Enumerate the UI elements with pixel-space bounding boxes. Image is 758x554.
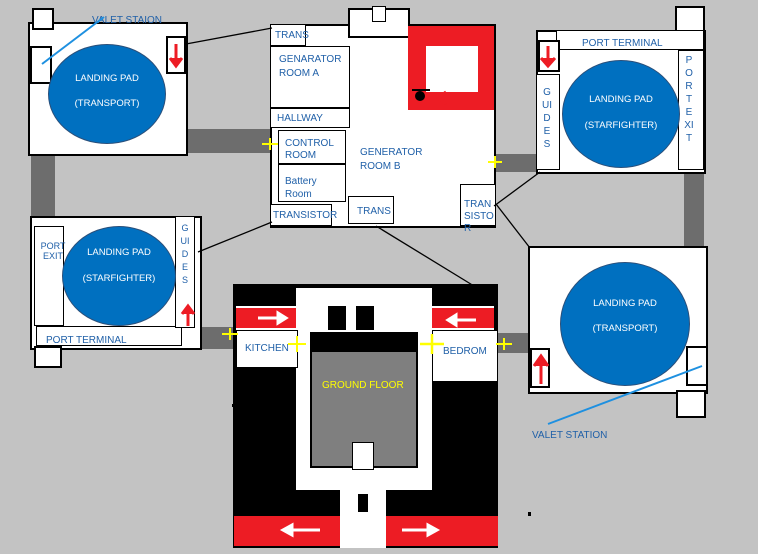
corridor-house-br bbox=[498, 333, 532, 353]
red-arrow-down-tl bbox=[168, 44, 184, 69]
stray-mark-2 bbox=[528, 512, 531, 516]
link-center-residence bbox=[375, 225, 475, 287]
generator-symbol bbox=[412, 89, 430, 101]
valet-station-label-bottom: VALET STATION bbox=[532, 430, 608, 441]
red-arrow-up-br bbox=[532, 353, 550, 384]
pad-bl-title: LANDING PAD bbox=[87, 247, 151, 258]
tl-valet-booth bbox=[30, 46, 52, 84]
residence-hall-right bbox=[418, 332, 432, 480]
tl-corner-top bbox=[32, 8, 54, 30]
generator-core-inner bbox=[426, 46, 478, 92]
residence-hall-left bbox=[296, 332, 310, 480]
landing-pad-tr[interactable]: LANDING PAD (STARFIGHTER) bbox=[562, 60, 680, 168]
central-top-notch bbox=[372, 6, 386, 22]
residence-upper-notch-2 bbox=[384, 310, 406, 326]
ground-floor-entry bbox=[352, 442, 374, 470]
br-corner-bottom bbox=[676, 390, 706, 418]
red-arrow-left-core bbox=[435, 90, 476, 106]
room-generator-a-label: GENARATOR ROOM A bbox=[279, 54, 342, 79]
port-exit-label-right: PORT EXIT bbox=[684, 55, 694, 144]
landing-pad-tl[interactable]: LANDING PAD (TRANSPORT) bbox=[48, 44, 166, 144]
guides-label-left: GUIDES bbox=[180, 223, 190, 285]
room-bedroom[interactable]: BEDROM bbox=[432, 330, 498, 382]
room-generator-b-label: GENERATOR ROOM B bbox=[360, 147, 423, 172]
link-center-tr bbox=[493, 171, 541, 207]
tr-guides-box bbox=[536, 74, 560, 170]
link-bl-center bbox=[197, 221, 273, 253]
room-generator-a[interactable]: GENARATOR ROOM A bbox=[270, 46, 350, 108]
corridor-center-tr bbox=[494, 154, 542, 172]
yellow-marker-kitchen-west bbox=[222, 328, 238, 340]
br-valet-booth bbox=[686, 346, 708, 386]
pad-tr-title: LANDING PAD bbox=[589, 94, 653, 105]
room-battery[interactable]: Battery Room bbox=[278, 164, 346, 202]
residence-south-divider bbox=[358, 494, 368, 512]
room-control[interactable]: CONTROL ROOM bbox=[278, 130, 346, 164]
landing-pad-bl[interactable]: LANDING PAD (STARFIGHTER) bbox=[62, 226, 176, 326]
port-exit-label-left: PORT EXIT bbox=[40, 241, 66, 261]
yellow-marker-kitchen-east bbox=[288, 336, 306, 352]
valet-line-top bbox=[41, 16, 105, 65]
white-arrow-right-runway bbox=[258, 310, 289, 326]
valet-station-label-top: VALET STAION bbox=[92, 15, 163, 26]
room-transistor-left[interactable]: TRANSISTOR bbox=[270, 204, 337, 226]
yellow-marker-control bbox=[262, 138, 278, 150]
corridor-bl-house bbox=[198, 327, 236, 349]
yellow-marker-genb bbox=[488, 156, 502, 168]
corridor-tr-br bbox=[684, 172, 704, 246]
bl-corner-bottom bbox=[34, 346, 62, 368]
white-arrow-left-bottom bbox=[279, 522, 320, 538]
port-terminal-label-right: PORT TERMINAL bbox=[582, 38, 663, 49]
valet-line-bottom bbox=[547, 365, 703, 425]
pad-tl-title: LANDING PAD bbox=[75, 73, 139, 84]
yellow-marker-bedroom-east bbox=[496, 338, 512, 350]
ground-floor-label: GROUND FLOOR bbox=[322, 380, 404, 391]
white-arrow-left-runway bbox=[445, 312, 476, 328]
landing-pad-br[interactable]: LANDING PAD (TRANSPORT) bbox=[560, 262, 690, 386]
pad-br-title: LANDING PAD bbox=[593, 298, 657, 309]
red-arrow-up-bl bbox=[180, 303, 196, 326]
stray-mark-1 bbox=[232, 404, 235, 407]
room-trans-bottom[interactable]: TRANS bbox=[348, 196, 394, 224]
pad-tr-type: (STARFIGHTER) bbox=[584, 120, 658, 131]
room-trans-bottom-label: TRANS bbox=[357, 206, 391, 217]
pad-bl-type: (STARFIGHTER) bbox=[82, 273, 156, 284]
room-transistor-left-label: TRANSISTOR bbox=[273, 210, 338, 221]
room-trans-top-label: TRANS bbox=[275, 30, 309, 41]
corridor-tl-center bbox=[188, 129, 272, 153]
room-hallway[interactable]: HALLWAY bbox=[270, 108, 350, 128]
guides-label-right: GUIDES bbox=[542, 87, 552, 150]
room-kitchen[interactable]: KITCHEN bbox=[236, 330, 298, 368]
room-control-label: CONTROL ROOM bbox=[285, 138, 334, 161]
room-generator-b[interactable]: GENERATOR ROOM B bbox=[346, 128, 462, 204]
residence-hall-bottom bbox=[296, 468, 432, 490]
red-arrow-down-tr bbox=[539, 46, 557, 69]
pad-br-type: (TRANSPORT) bbox=[592, 323, 658, 334]
room-bedroom-label: BEDROM bbox=[443, 346, 487, 357]
room-hallway-label: HALLWAY bbox=[277, 113, 323, 124]
bl-port-terminal-box bbox=[36, 326, 182, 346]
link-tl-center bbox=[185, 27, 273, 45]
port-terminal-label-left: PORT TERMINAL bbox=[46, 335, 127, 346]
red-runway-right bbox=[432, 308, 494, 328]
room-transistor-right-label: TRANSISTOR bbox=[464, 199, 494, 234]
room-trans-top[interactable]: TRANS bbox=[270, 24, 309, 46]
room-battery-label: Battery Room bbox=[285, 176, 317, 200]
yellow-marker-bedroom-west bbox=[420, 334, 444, 354]
runway-bottom-gap bbox=[340, 514, 386, 548]
pad-tl-type: (TRANSPORT) bbox=[74, 98, 140, 109]
link-center-br bbox=[495, 203, 531, 249]
residence-upper-notch-1 bbox=[346, 306, 356, 330]
corridor-tl-bl bbox=[31, 156, 55, 218]
room-kitchen-label: KITCHEN bbox=[245, 343, 289, 354]
white-arrow-right-bottom bbox=[402, 522, 441, 538]
bl-exit-box bbox=[34, 226, 64, 326]
